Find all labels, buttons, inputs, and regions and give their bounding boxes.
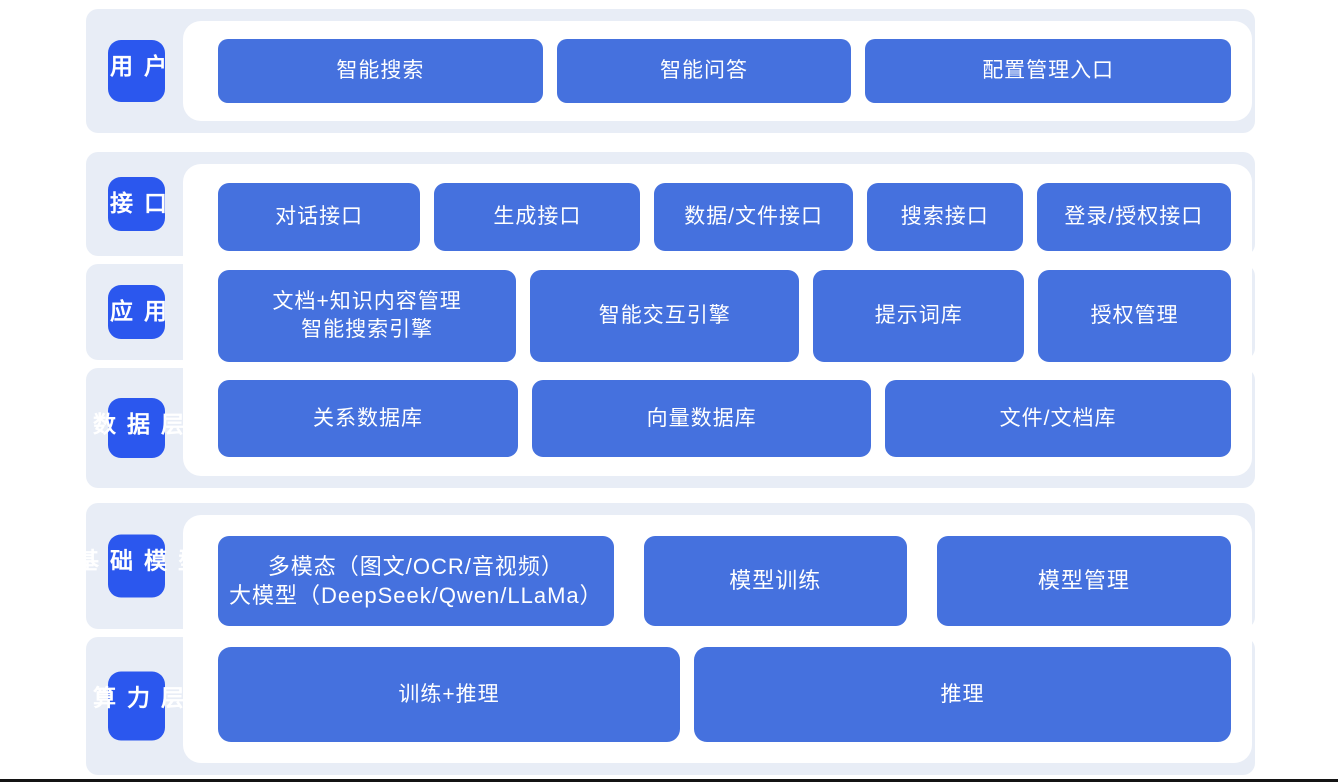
user-layer-group: 用户 智能搜索 智能问答 配置管理入口 [86,9,1255,133]
layer-label-foundation-model: 基础模型 [73,534,201,598]
box-intelligent-interaction-engine: 智能交互引擎 [530,269,800,362]
layer-label-interface: 接口 [107,177,167,231]
foundation-model-row: 多模态（图文/OCR/音视频） 大模型（DeepSeek/Qwen/LLaMa）… [218,536,1231,626]
box-relational-db: 关系数据库 [218,380,519,458]
application-row: 文档+知识内容管理 智能搜索引擎 智能交互引擎 提示词库 授权管理 [218,269,1232,362]
bottom-divider [0,779,1338,782]
box-inference: 推理 [694,647,1231,742]
box-dialog-api: 对话接口 [218,182,421,251]
box-line1: 多模态（图文/OCR/音视频） [267,553,564,579]
box-smart-search: 智能搜索 [218,39,543,103]
compute-row: 训练+推理 推理 [218,647,1231,742]
box-prompt-library: 提示词库 [813,269,1025,362]
bottom-layers-group: 基础模型 算力层 多模态（图文/OCR/音视频） 大模型（DeepSeek/Qw… [73,503,1255,775]
box-model-management: 模型管理 [936,536,1231,626]
box-training-plus-inference: 训练+推理 [218,647,680,742]
box-login-auth-api: 登录/授权接口 [1036,182,1231,251]
middle-layers-rows: 对话接口 生成接口 数据/文件接口 搜索接口 登录/授权接口 文档+知识内容管理… [183,164,1252,476]
box-data-file-api: 数据/文件接口 [654,182,853,251]
box-multimodal-llm: 多模态（图文/OCR/音视频） 大模型（DeepSeek/Qwen/LLaMa） [218,536,614,626]
layer-label-compute: 算力层 [90,671,184,741]
middle-layers-group: 接口 应用 数据层 对话接口 生成接口 数据/文件接口 搜索接口 登录/授权接口… [86,152,1255,488]
interface-row: 对话接口 生成接口 数据/文件接口 搜索接口 登录/授权接口 [218,182,1231,251]
user-layer-rows: 智能搜索 智能问答 配置管理入口 [183,21,1252,121]
box-config-management-entry: 配置管理入口 [865,39,1231,103]
box-search-api: 搜索接口 [866,182,1023,251]
box-auth-management: 授权管理 [1038,269,1232,362]
layer-label-application: 应用 [107,285,167,339]
data-row: 关系数据库 向量数据库 文件/文档库 [218,380,1232,458]
box-line2: 智能搜索引擎 [301,317,434,341]
box-line1: 文档+知识内容管理 [272,289,462,313]
box-model-training: 模型训练 [643,536,907,626]
box-doc-knowledge-search-engine: 文档+知识内容管理 智能搜索引擎 [218,269,517,362]
layer-label-data: 数据层 [90,398,184,458]
box-vector-db: 向量数据库 [532,380,872,458]
user-layer-row: 智能搜索 智能问答 配置管理入口 [218,39,1231,103]
bottom-layers-rows: 多模态（图文/OCR/音视频） 大模型（DeepSeek/Qwen/LLaMa）… [183,515,1252,763]
box-line2: 大模型（DeepSeek/Qwen/LLaMa） [228,583,603,608]
layer-label-user: 用户 [107,40,167,102]
box-file-doc-store: 文件/文档库 [885,380,1232,458]
box-smart-qa: 智能问答 [556,39,852,103]
box-generation-api: 生成接口 [434,182,641,251]
